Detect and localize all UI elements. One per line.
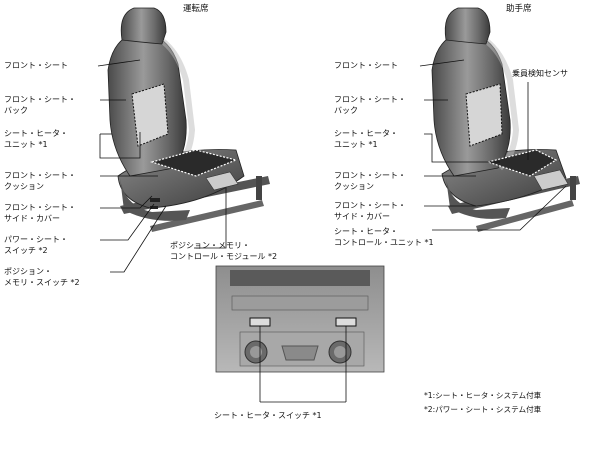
driver-cushion-label: フロント・シート・クッション bbox=[4, 171, 76, 191]
passenger-leaders bbox=[419, 59, 567, 231]
heater-switch-label: シート・ヒータ・スイッチ *1 bbox=[214, 411, 322, 420]
passenger-seat bbox=[431, 7, 580, 232]
driver-memory-module-label: ポジション・メモリ・コントロール・モジュール *2 bbox=[170, 241, 278, 261]
passenger-front-seat-label: フロント・シート bbox=[334, 61, 398, 70]
occupant-sensor-label: 乗員検知センサ bbox=[512, 69, 568, 78]
driver-side-cover-label: フロント・シート・サイド・カバー bbox=[4, 203, 76, 223]
note-2: *2:パワー・シート・システム付車 bbox=[424, 405, 542, 414]
dashboard-panel bbox=[215, 265, 385, 373]
note-1: *1:シート・ヒータ・システム付車 bbox=[424, 391, 542, 400]
passenger-side-cover-label: フロント・シート・サイド・カバー bbox=[334, 201, 406, 221]
driver-memory-switch-label: ポジション・メモリ・スイッチ *2 bbox=[4, 267, 80, 287]
driver-seat bbox=[107, 7, 270, 232]
driver-front-seat-label: フロント・シート bbox=[4, 61, 68, 70]
passenger-seat-back-label: フロント・シート・バック bbox=[334, 95, 406, 115]
passenger-cushion-label: フロント・シート・クッション bbox=[334, 171, 406, 191]
passenger-heater-control-label: シート・ヒータ・コントロール・ユニット *1 bbox=[334, 227, 434, 247]
driver-power-switch-label: パワー・シート・スイッチ *2 bbox=[4, 235, 68, 255]
driver-leaders bbox=[97, 59, 227, 273]
panel-leaders bbox=[259, 326, 347, 403]
passenger-header: 助手席 bbox=[506, 4, 532, 14]
driver-seat-back-label: フロント・シート・バック bbox=[4, 95, 76, 115]
driver-header: 運転席 bbox=[183, 4, 209, 14]
driver-heater-unit-label: シート・ヒータ・ユニット *1 bbox=[4, 129, 68, 149]
passenger-heater-unit-label: シート・ヒータ・ユニット *1 bbox=[334, 129, 398, 149]
